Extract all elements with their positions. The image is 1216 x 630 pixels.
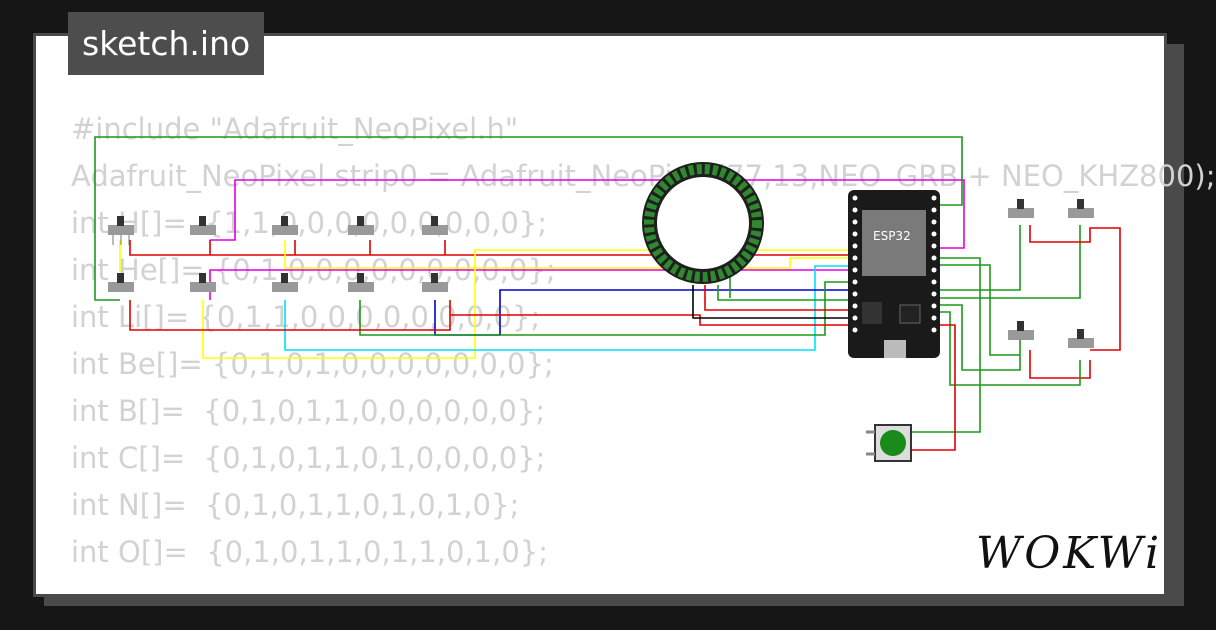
wire-red — [910, 324, 956, 451]
code-line: int Be[]= {0,1,0,1,0,0,0,0,0,0,0}; — [71, 347, 554, 381]
code-line: int C[]= {0,1,0,1,1,0,1,0,0,0,0}; — [71, 441, 546, 475]
slide-switch — [272, 273, 298, 292]
wire-green — [935, 225, 1081, 299]
slide-switch — [190, 273, 216, 292]
wire-red — [704, 285, 850, 311]
wire-red — [129, 300, 850, 331]
code-preview: #include "Adafruit_NeoPixel.h" Adafruit_N… — [71, 106, 1216, 576]
slide-switch — [272, 216, 298, 235]
wire-magenta — [210, 179, 965, 249]
wire-red — [1029, 350, 1091, 379]
file-title: sketch.ino — [68, 12, 265, 75]
wire-red — [1029, 225, 1121, 351]
wire-blue — [434, 289, 850, 336]
slide-switch — [1068, 199, 1094, 218]
wire-green — [935, 264, 1020, 356]
slide-switch — [348, 273, 374, 292]
neopixel-ring — [642, 162, 764, 284]
wire-green — [359, 281, 850, 336]
slide-switch — [422, 273, 448, 292]
code-line: int Li[]= {0,1,1,0,0,0,0,0,0,0,0}; — [71, 300, 541, 334]
wokwi-logo: WOKWi — [976, 528, 1163, 579]
wire-green — [935, 225, 1021, 291]
slide-switch — [348, 216, 374, 235]
slide-switch-group — [108, 199, 1094, 348]
wire-yellow — [284, 240, 850, 269]
wire-green — [94, 136, 963, 301]
wire-green — [935, 304, 1021, 371]
wire-green — [910, 257, 981, 433]
code-line: int O[]= {0,1,0,1,1,0,1,1,0,1,0}; — [71, 535, 549, 569]
wire-cyan — [284, 265, 850, 351]
code-line: int B[]= {0,1,0,1,1,0,0,0,0,0,0}; — [71, 394, 546, 428]
wire-green — [935, 311, 1081, 386]
wire-magenta — [209, 269, 850, 300]
wire-red — [129, 240, 850, 256]
esp32-board: ESP32 — [848, 190, 940, 358]
slide-switch — [1008, 199, 1034, 218]
pushbutton — [866, 424, 912, 462]
slide-switch — [422, 216, 448, 235]
slide-switch — [190, 216, 216, 235]
code-line: Adafruit_NeoPixel strip0 = Adafruit_NeoP… — [71, 159, 1216, 193]
code-line: #include "Adafruit_NeoPixel.h" — [71, 112, 519, 146]
slide-switch — [1068, 329, 1094, 348]
code-line: int N[]= {0,1,0,1,1,0,1,0,1,0}; — [71, 488, 520, 522]
wire-yellow — [119, 240, 850, 359]
wire-black — [692, 285, 850, 319]
slide-switch — [1008, 321, 1034, 340]
code-line: int H[]= {1,1,0,0,0,0,0,0,0,0,0}; — [71, 206, 548, 240]
slide-switch — [108, 273, 134, 292]
slide-switch — [108, 216, 134, 245]
wire-green — [717, 285, 850, 301]
board-label: ESP32 — [873, 229, 911, 243]
